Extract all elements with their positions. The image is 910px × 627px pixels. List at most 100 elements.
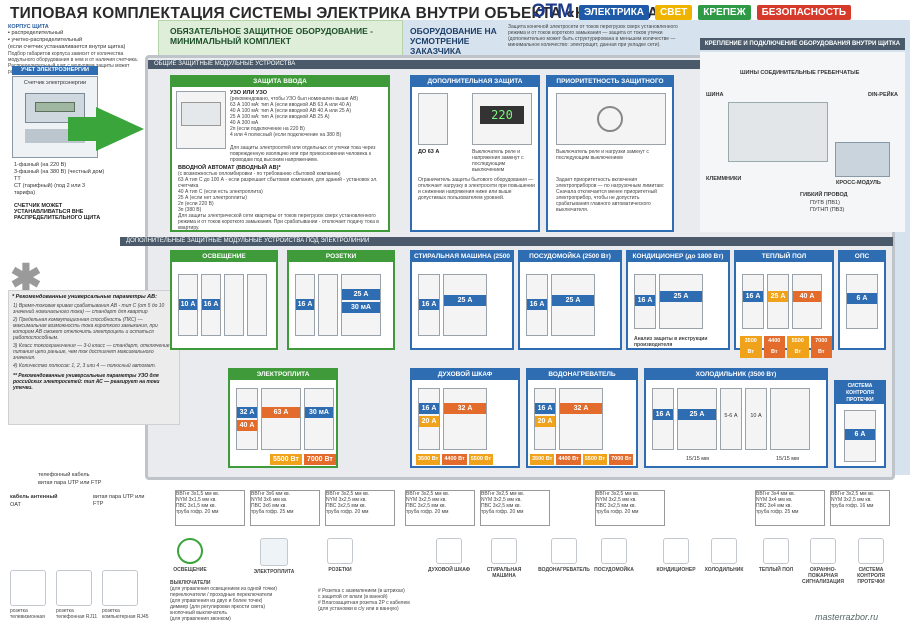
priority-relay[interactable] <box>556 93 666 145</box>
appliance-aircon[interactable]: КОНДИЦИОНЕР <box>652 538 700 573</box>
floor-power-d: 7000 Вт <box>810 336 832 358</box>
circuit-heater-title: ВОДОНАГРЕВАТЕЛЬ <box>528 370 636 380</box>
mounting-area: ШИНЫ СОЕДИНИТЕЛЬНЫЕ ГРЕБЕНЧАТЫЕ ШИНА DIN… <box>700 52 905 232</box>
extra-protection-box: ДОПОЛНИТЕЛЬНАЯ ЗАЩИТА 220 ДО 63 А Выключ… <box>410 75 540 232</box>
lighting-breaker-c[interactable] <box>224 274 244 336</box>
brand-chip-light[interactable]: СВЕТ <box>655 4 693 20</box>
brand-chip-electrics[interactable]: ЭЛЕКТРИКА <box>578 4 650 20</box>
sockets-breaker-b[interactable] <box>318 274 338 336</box>
stove-rcd[interactable]: 63 А <box>261 388 301 450</box>
fridge-breaker[interactable]: 16 А <box>652 388 674 450</box>
network-socket-icon[interactable] <box>102 570 138 606</box>
mount-label-bus: ШИНА <box>706 92 724 98</box>
aircon-note: Анализ защиты в инструкции производителя <box>634 336 708 348</box>
appliance-leak[interactable]: СИСТЕМА КОНТРОЛЯ ПРОТЕЧКИ <box>848 538 894 585</box>
floor-power-b: 4400 Вт <box>763 336 785 358</box>
tv-socket-label: розетка телевизионная <box>10 608 45 620</box>
floor-rcd[interactable]: 40 А <box>792 274 822 329</box>
cable-group-sockets: ВВГнг 3х2,5 мм кв.NYM 3х2,5 мм кв.ПВС 3х… <box>325 490 395 526</box>
rcd-spec-0: УЗО ИЛИ УЗО <box>230 90 267 96</box>
main-breaker-1: 40 А тип С (если есть электроплита) <box>178 189 263 195</box>
cable-group-oven: ВВГнг 3х2,5 мм кв.NYM 3х2,5 мм кв.ПВС 3х… <box>405 490 475 526</box>
oven-rcd[interactable]: 32 А <box>443 388 487 450</box>
appliance-alarm[interactable]: ОХРАННО-ПОЖАРНАЯ СИГНАЛИЗАЦИЯ <box>800 538 846 585</box>
page-title: ТИПОВАЯ КОМПЛЕКТАЦИЯ СИСТЕМЫ ЭЛЕКТРИКА В… <box>10 5 668 22</box>
alarm-breaker[interactable]: 6 А <box>846 274 878 329</box>
aircon-rcd[interactable]: 25 А <box>659 274 703 329</box>
appliance-oven[interactable]: ДУХОВОЙ ШКАФ <box>425 538 473 573</box>
priority-box: ПРИОРИТЕТНОСТЬ ЗАЩИТНОГО ОТКЛЮЧЕНИЯ Выкл… <box>546 75 674 232</box>
leak-sensor-icon <box>858 538 884 564</box>
socket-notes: # Розетка с заземлением (в штрихах) с за… <box>318 588 410 612</box>
voltage-relay-b[interactable]: 220 <box>472 93 532 145</box>
voltage-relay-a[interactable] <box>418 93 448 145</box>
tv-socket-icon[interactable] <box>10 570 46 606</box>
washer-breaker[interactable]: 16 А <box>418 274 440 336</box>
mount-breakers <box>728 102 828 162</box>
priority-note: Задает приоритетность включения электроп… <box>556 177 665 213</box>
rcd-device[interactable] <box>176 91 226 149</box>
dishwasher-rcd[interactable]: 25 А <box>551 274 595 336</box>
floor-breaker[interactable]: 16 А <box>742 274 764 329</box>
fridge-breaker-c[interactable]: 10 А <box>745 388 767 450</box>
main-breaker-3: 2п (если 220 В) <box>178 201 214 207</box>
washer-rcd[interactable]: 25 А <box>443 274 487 336</box>
lv-cable-utp2: витая пара UTP или FTP <box>93 494 145 507</box>
circuit-alarm: ОПС 6 А <box>838 250 886 350</box>
zone-optional-note: Защита конечной электросети от токов пер… <box>508 24 678 48</box>
input-protection-title: ЗАЩИТА ВВОДА <box>172 77 388 87</box>
appliance-fridge[interactable]: ХОЛОДИЛЬНИК <box>700 538 748 573</box>
fridge-rcd-b[interactable] <box>770 388 810 450</box>
lighting-breaker-a[interactable]: 10 А <box>178 274 198 336</box>
sockets-breaker-a[interactable]: 16 А <box>295 274 315 336</box>
fridge-rcd[interactable]: 25 А <box>677 388 717 450</box>
heater-rcd[interactable]: 32 А <box>559 388 603 450</box>
leak-breaker[interactable]: 6 А <box>844 410 876 462</box>
appliance-dishwasher[interactable]: ПОСУДОМОЙКА <box>590 538 638 573</box>
dishwasher-breaker[interactable]: 16 А <box>526 274 548 336</box>
rcd-spec: УЗО ИЛИ УЗО (рекомендовано, чтобы УЗО бы… <box>230 90 388 138</box>
brand-chip-fasteners[interactable]: КРЕПЕЖ <box>698 4 751 20</box>
alarm-icon <box>810 538 836 564</box>
circuit-leak-title: СИСТЕМА КОНТРОЛЯ ПРОТЕЧКИ <box>836 382 884 404</box>
dishwasher-modules: 16 А 25 А <box>526 274 595 336</box>
phone-socket-icon[interactable] <box>56 570 92 606</box>
floor-breaker-b[interactable]: 25 А <box>767 274 789 329</box>
stove-rcd-b[interactable]: 30 мА <box>304 388 334 450</box>
meter-phase-notes: 1-фазный (на 220 В) 3-фазный (на 380 В) … <box>14 162 106 221</box>
appliance-floor-heating[interactable]: ТЕПЛЫЙ ПОЛ <box>755 538 797 573</box>
oven-icon <box>436 538 462 564</box>
appliance-water-heater[interactable]: ВОДОНАГРЕВАТЕЛЬ <box>535 538 593 573</box>
rcd-spec-7: 4 или 4 полюсный (если подключение на 38… <box>230 132 342 138</box>
aircon-breaker[interactable]: 16 А <box>634 274 656 329</box>
lighting-modules: 10 А 16 А <box>178 274 267 336</box>
brand-chip-safety[interactable]: БЕЗОПАСНОСТЬ <box>756 4 852 20</box>
heater-power-a: 3500 Вт <box>530 454 555 465</box>
lighting-breaker-b[interactable]: 16 А <box>201 274 221 336</box>
lighting-breaker-d[interactable] <box>247 274 267 336</box>
meter-title: УЧЕТ ЭЛЕКТРОЭНЕРГИИ <box>12 66 98 75</box>
zone-mandatory-title: ОБЯЗАТЕЛЬНОЕ ЗАЩИТНОЕ ОБОРУДОВАНИЕ - МИН… <box>170 26 373 46</box>
stove-icon <box>260 538 288 566</box>
floor-modules: 16 А 25 А 40 А <box>742 274 822 329</box>
fridge-breaker-b[interactable]: 5-6 А <box>720 388 742 450</box>
appliance-sockets[interactable]: РОЗЕТКИ <box>320 538 360 573</box>
watermark: masterrazbor.ru <box>815 612 879 622</box>
heater-power-d: 7000 Вт <box>609 454 634 465</box>
params-title: * Рекомендованные универсальные параметр… <box>12 294 157 300</box>
appliance-stove[interactable]: ЭЛЕКТРОПЛИТА <box>250 538 298 575</box>
fridge-modules: 16 А 25 А 5-6 А 10 А <box>652 388 810 450</box>
appliance-washer[interactable]: СТИРАЛЬНАЯ МАШИНА <box>475 538 533 579</box>
mount-label-comb: ШИНЫ СОЕДИНИТЕЛЬНЫЕ ГРЕБЕНЧАТЫЕ <box>740 70 860 76</box>
appliance-lighting[interactable]: ОСВЕЩЕНИЕ <box>170 538 210 573</box>
mount-label-cross: КРОСС-МОДУЛЬ <box>836 180 881 186</box>
